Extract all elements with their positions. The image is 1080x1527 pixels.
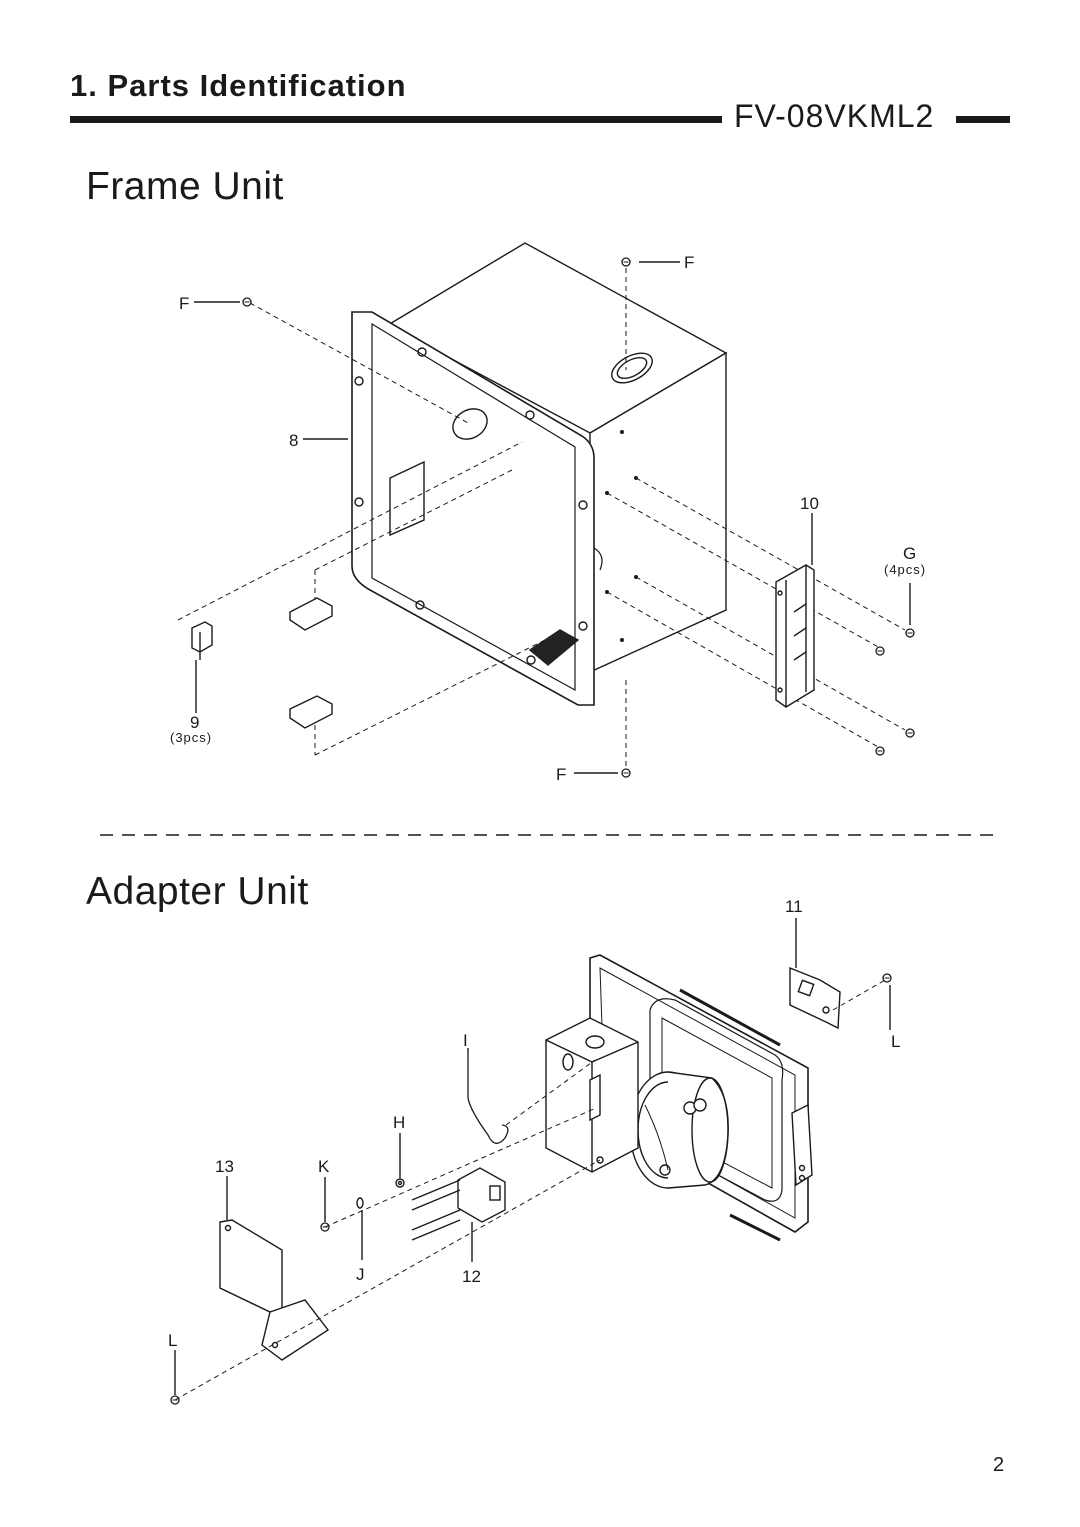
callout-part-13: 13 [215,1157,234,1176]
callout-f-left: F [179,294,189,313]
callout-part-8: 8 [289,431,298,450]
callout-l-top: L [891,1032,900,1051]
callout-part-i: I [463,1031,468,1050]
page-number: 2 [993,1454,1005,1476]
header-rule-right [956,116,1010,123]
callout-part-g: G [903,544,916,563]
callout-part-k: K [318,1157,330,1176]
callout-f-top: F [684,253,694,272]
callout-part-12: 12 [462,1267,481,1286]
model-number: FV-08VKML2 [734,98,935,134]
callout-f-bottom: F [556,765,566,784]
frame-unit-title: Frame Unit [86,165,284,208]
callout-part-h: H [393,1113,405,1132]
header-rule-left [70,116,722,123]
section-title: 1. Parts Identification [70,68,407,103]
callout-part-10: 10 [800,494,819,513]
callout-part-j: J [356,1265,365,1284]
callout-part-11: 11 [785,897,803,916]
callout-part-9: 9 [190,713,199,732]
adapter-unit-title: Adapter Unit [86,870,309,913]
adapter-unit-drawing [170,918,892,1405]
callout-l-bottom: L [168,1331,177,1350]
callout-part-9-qty: (3pcs) [170,730,212,745]
callout-part-g-qty: (4pcs) [884,562,926,577]
frame-unit-drawing [177,242,915,778]
